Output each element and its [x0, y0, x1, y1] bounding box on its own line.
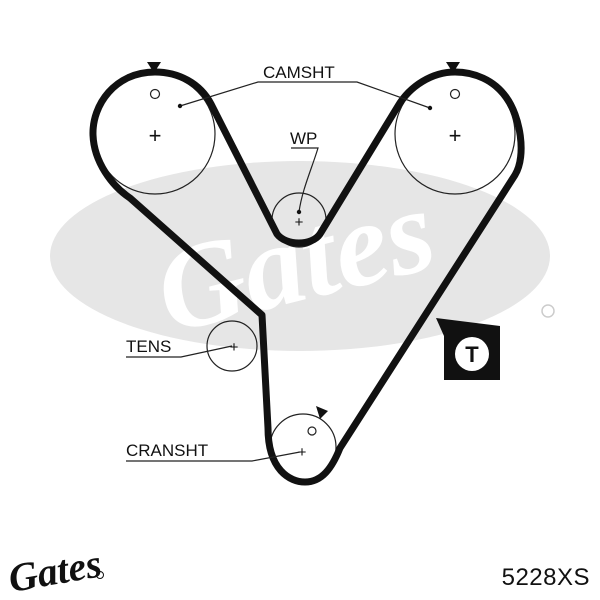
svg-text:+: + — [449, 123, 462, 148]
gates-watermark: Gates — [50, 161, 555, 358]
svg-text:+: + — [149, 123, 162, 148]
svg-text:+: + — [295, 214, 304, 231]
tensioner-pulley: + — [206, 320, 258, 372]
svg-text:+: + — [230, 339, 239, 356]
water-pump-label: WP — [290, 129, 317, 148]
svg-text:+: + — [298, 444, 307, 461]
tensioner-marker-box: T — [436, 318, 500, 380]
timing-mark-left-cam-icon — [147, 62, 161, 73]
leader-lines — [126, 81, 431, 462]
timing-belt — [89, 68, 525, 486]
tensioner-label: TENS — [126, 337, 171, 356]
camshaft-label: CAMSHT — [263, 63, 335, 82]
timing-mark-crank-icon — [316, 406, 328, 419]
part-number: 5228XS — [501, 564, 590, 591]
gates-logo: Gates — [5, 540, 105, 600]
timing-mark-right-cam-icon — [446, 62, 460, 73]
svg-text:Gates: Gates — [5, 540, 105, 600]
crankshaft-label: CRANSHT — [126, 441, 208, 460]
tensioner-marker-letter: T — [465, 342, 479, 367]
